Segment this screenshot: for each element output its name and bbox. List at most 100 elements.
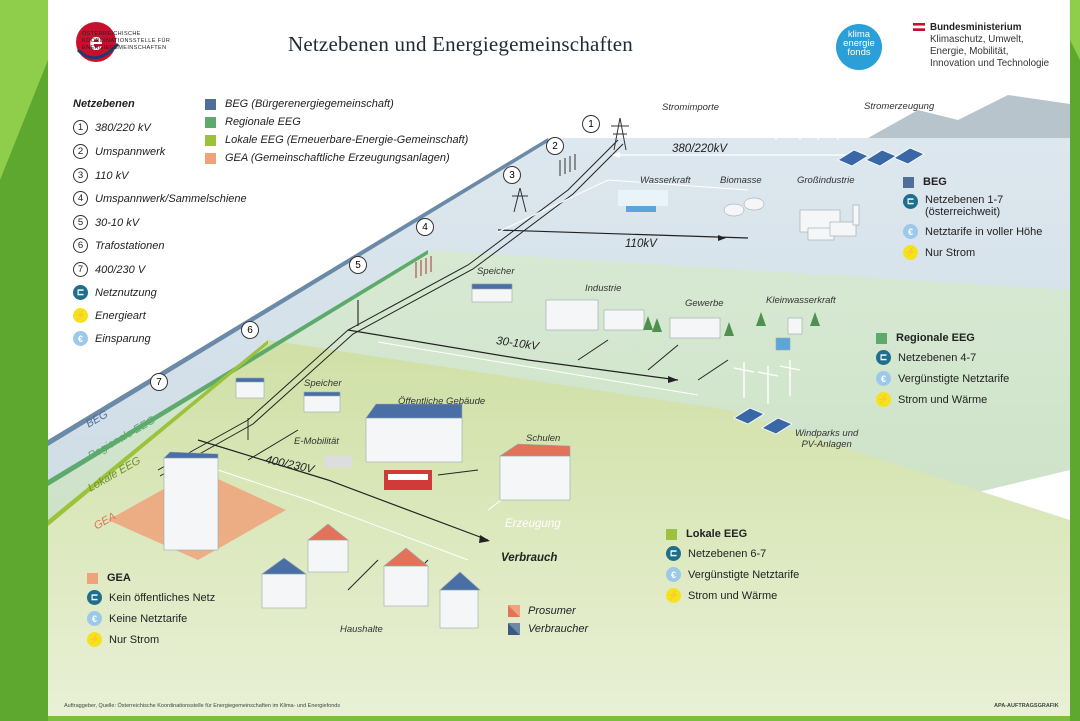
pylon-110 <box>512 187 528 213</box>
label-stromimporte: Stromimporte <box>662 102 720 113</box>
ministry-text: Bundesministerium Klimaschutz, Umwelt, E… <box>930 22 1050 69</box>
marker-7: 7 <box>150 373 168 391</box>
energieart-icon: ⚡ <box>73 308 88 323</box>
public-building <box>365 403 463 463</box>
label-wasserkraft: Wasserkraft <box>640 175 691 186</box>
marker-3: 3 <box>503 166 521 184</box>
legend-prosumer: Prosumer <box>508 605 576 617</box>
pv-right <box>733 407 793 435</box>
legend-heading: Netzebenen <box>73 98 135 110</box>
netznutzung-icon: ⊏ <box>87 590 102 605</box>
trees <box>643 312 820 336</box>
label-erzeugung: Erzeugung <box>505 518 561 530</box>
svg-text:e: e <box>89 29 102 56</box>
energieart-icon: ⚡ <box>903 245 918 260</box>
marker-1: 1 <box>582 115 600 133</box>
prosumer-icon <box>508 605 520 617</box>
pv-top <box>837 147 925 167</box>
logo-organisation-text: ÖSTERREICHISCHE KOORDINATIONSSTELLE FÜR … <box>82 31 171 51</box>
netznutzung-icon: ⊏ <box>73 285 88 300</box>
netznutzung-icon: ⊏ <box>876 350 891 365</box>
label-verbrauch: Verbrauch <box>501 552 558 564</box>
cars <box>324 456 352 468</box>
gewerbe-building <box>669 317 721 339</box>
gea-tower <box>163 451 219 551</box>
austria-flag-icon <box>913 23 925 31</box>
grossindustrie-building <box>799 204 860 241</box>
biomasse-building <box>723 197 765 217</box>
verbraucher-icon <box>508 623 520 635</box>
substation-2 <box>559 154 576 176</box>
label-grossindustrie: Großindustrie <box>797 175 855 186</box>
mountains <box>868 95 1070 150</box>
einsparung-icon: € <box>73 331 88 346</box>
bus <box>384 470 432 490</box>
houses <box>261 523 481 629</box>
legend-verbraucher: Verbraucher <box>508 623 588 635</box>
speicher-top <box>471 283 513 303</box>
legend-energieart: ⚡Energieart <box>73 308 146 323</box>
legend-type-lokal: Lokale EEG (Erneuerbare-Energie-Gemeinsc… <box>205 134 468 146</box>
label-speicher-top: Speicher <box>477 266 515 277</box>
box-regionale-eeg: Regionale EEG ⊏Netzebenen 4-7 €Vergünsti… <box>876 332 1010 407</box>
label-industrie: Industrie <box>585 283 622 294</box>
legend-netznutzung: ⊏Netznutzung <box>73 285 157 300</box>
kleinwasserkraft <box>775 317 803 351</box>
school-building <box>499 443 571 501</box>
einsparung-icon: € <box>876 371 891 386</box>
netznutzung-icon: ⊏ <box>666 546 681 561</box>
apa-credit: APA-AUFTRAGSGRAFIK <box>994 703 1059 709</box>
page-title: Netzebenen und Energiegemeinschaften <box>288 32 633 56</box>
netznutzung-icon: ⊏ <box>903 194 918 209</box>
industrie-building <box>545 299 645 331</box>
legend-type-regional: Regionale EEG <box>205 116 301 128</box>
label-gewerbe: Gewerbe <box>685 298 724 309</box>
marker-6: 6 <box>241 321 259 339</box>
marker-5: 5 <box>349 256 367 274</box>
wind-turbines-top <box>767 106 847 140</box>
trafostation <box>235 377 265 399</box>
box-gea: GEA ⊏Kein öffentliches Netz €Keine Netzt… <box>87 572 216 647</box>
einsparung-icon: € <box>903 224 918 239</box>
energieart-icon: ⚡ <box>87 632 102 647</box>
label-schulen: Schulen <box>526 433 561 444</box>
einsparung-icon: € <box>87 611 102 626</box>
wind-turbines-right <box>733 360 801 404</box>
legend-type-gea: GEA (Gemeinschaftliche Erzeugungsanlagen… <box>205 152 450 164</box>
label-oeffentliche-gebaeude: Öffentliche Gebäude <box>398 396 486 407</box>
substation-4 <box>415 256 432 278</box>
terrain-illustration <box>48 95 1070 716</box>
wasserkraft-building <box>618 190 668 212</box>
marker-4: 4 <box>416 218 434 236</box>
label-haushalte: Haushalte <box>340 624 383 635</box>
label-110kv: 110kV <box>625 238 657 250</box>
label-stromerzeugung: Stromerzeugung <box>864 101 935 112</box>
klima-energie-fonds-logo: klima energie fonds <box>836 24 882 70</box>
label-kleinwasserkraft: Kleinwasserkraft <box>766 295 836 306</box>
lokal-layer <box>48 340 1070 716</box>
pylon-380 <box>611 117 629 151</box>
einsparung-icon: € <box>666 567 681 582</box>
legend-type-beg: BEG (Bürgerenergiegemeinschaft) <box>205 98 394 110</box>
box-lokale-eeg: Lokale EEG ⊏Netzebenen 6-7 €Vergünstigte… <box>666 528 800 603</box>
speicher-lower <box>303 391 341 413</box>
label-380kv: 380/220kV <box>672 143 727 155</box>
e-logo-icon: e <box>76 22 120 62</box>
footer-source: Auftraggeber, Quelle: Österreichische Ko… <box>64 703 341 709</box>
energieart-icon: ⚡ <box>666 588 681 603</box>
label-biomasse: Biomasse <box>720 175 762 186</box>
energieart-icon: ⚡ <box>876 392 891 407</box>
label-e-mobilitaet: E-Mobilität <box>294 436 339 447</box>
marker-2: 2 <box>546 137 564 155</box>
legend-einsparung: €Einsparung <box>73 331 151 346</box>
